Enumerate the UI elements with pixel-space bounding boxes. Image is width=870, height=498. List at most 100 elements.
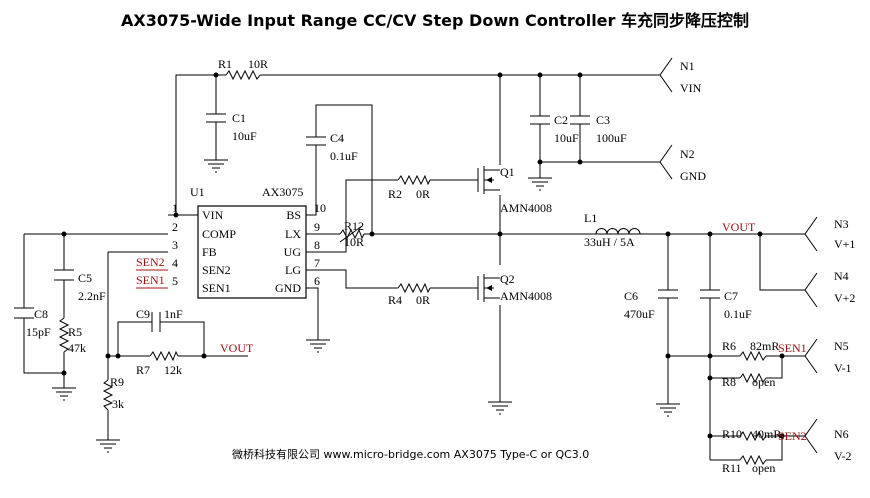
svg-text:10uF: 10uF	[232, 129, 257, 143]
svg-text:N1: N1	[680, 59, 695, 73]
capacitor-c3: C3 100uF	[570, 113, 627, 145]
svg-text:33uH / 5A: 33uH / 5A	[584, 235, 635, 249]
svg-text:AMN4008: AMN4008	[500, 289, 552, 303]
svg-text:0.1uF: 0.1uF	[330, 149, 358, 163]
ic-part: AX3075	[262, 185, 303, 199]
svg-text:C4: C4	[330, 131, 344, 145]
net-label-sen2: SEN2	[136, 255, 165, 269]
svg-text:0.1uF: 0.1uF	[724, 307, 752, 321]
resistor-r6: R6 82mR	[722, 339, 779, 362]
capacitor-c6: C6 470uF	[624, 289, 678, 321]
capacitor-c4: C4 0.1uF	[306, 131, 358, 163]
svg-text:open: open	[752, 375, 775, 389]
svg-text:10R: 10R	[248, 57, 268, 71]
capacitor-c8: C8 15pF	[14, 307, 51, 339]
svg-text:L1: L1	[584, 211, 597, 225]
svg-text:47k: 47k	[68, 341, 86, 355]
svg-text:R12: R12	[344, 219, 364, 233]
ic-pin-number: 7	[314, 256, 320, 270]
ic-pin-name: FB	[202, 245, 217, 259]
net-label-vout: VOUT	[722, 220, 756, 234]
svg-text:R11: R11	[722, 461, 742, 475]
svg-text:R8: R8	[722, 375, 736, 389]
resistor-r4: R4 0R	[388, 282, 431, 307]
svg-text:0R: 0R	[416, 293, 430, 307]
svg-text:V-1: V-1	[834, 361, 852, 375]
footer-credit: 微桥科技有限公司 www.micro-bridge.com AX3075 Typ…	[232, 447, 589, 461]
svg-text:1nF: 1nF	[164, 307, 183, 321]
ic-pin-name: SEN1	[202, 281, 231, 295]
svg-text:V-2: V-2	[834, 449, 852, 463]
svg-text:C5: C5	[78, 271, 92, 285]
svg-text:R4: R4	[388, 293, 402, 307]
svg-text:2.2nF: 2.2nF	[78, 289, 106, 303]
svg-text:R2: R2	[388, 187, 402, 201]
svg-text:3k: 3k	[112, 397, 124, 411]
svg-text:V+2: V+2	[834, 291, 855, 305]
svg-text:N5: N5	[834, 339, 849, 353]
connector-n3: N3 V+1	[804, 216, 855, 252]
ic-pin-number: 3	[172, 238, 178, 252]
svg-text:R10: R10	[722, 427, 742, 441]
ic-pin-name: COMP	[202, 227, 236, 241]
ic-u1: U1 AX3075 VIN COMP FB SEN2 SEN1 1 2 3 4 …	[172, 185, 326, 299]
wires	[23, 74, 805, 461]
ic-pin-number: 2	[172, 220, 178, 234]
ic-pin-name: LX	[285, 227, 301, 241]
resistor-r11: R11 open	[722, 454, 775, 475]
ic-ref: U1	[190, 185, 205, 199]
svg-text:C2: C2	[554, 113, 568, 127]
svg-text:100uF: 100uF	[596, 131, 627, 145]
resistor-r7: R7 12k	[136, 350, 182, 377]
junctions	[61, 72, 785, 439]
ic-pin-name: LG	[285, 263, 301, 277]
resistor-r5: R5 47k	[58, 317, 86, 355]
svg-text:10R: 10R	[344, 235, 364, 249]
capacitor-c1: C1 10uF	[206, 111, 257, 143]
svg-text:470uF: 470uF	[624, 307, 655, 321]
connector-n1: N1 VIN	[659, 57, 702, 95]
resistor-r9: R9 3k	[102, 375, 124, 411]
net-label-sen2: SEN2	[778, 429, 807, 443]
ic-pin-name: GND	[275, 281, 301, 295]
svg-text:N6: N6	[834, 427, 849, 441]
svg-text:10uF: 10uF	[554, 131, 579, 145]
ic-pin-number: 9	[314, 220, 320, 234]
svg-text:C9: C9	[136, 307, 150, 321]
capacitor-c9: C9 1nF	[136, 307, 183, 332]
ic-pin-name: BS	[286, 208, 301, 222]
svg-text:82mR: 82mR	[750, 339, 779, 353]
resistor-r1: R1 10R	[218, 57, 268, 81]
ic-pin-number: 8	[314, 238, 320, 252]
ground-symbols	[51, 159, 681, 453]
svg-text:V+1: V+1	[834, 237, 855, 251]
resistor-r10: R10 40mR	[722, 427, 781, 442]
svg-text:R6: R6	[722, 339, 736, 353]
svg-text:N3: N3	[834, 217, 849, 231]
ic-pin-number: 5	[172, 274, 178, 288]
svg-text:VIN: VIN	[680, 81, 702, 95]
svg-text:15pF: 15pF	[26, 325, 51, 339]
svg-text:C6: C6	[624, 289, 638, 303]
svg-text:N4: N4	[834, 269, 849, 283]
svg-text:N2: N2	[680, 147, 695, 161]
svg-text:R1: R1	[218, 57, 232, 71]
ic-pin-name: UG	[284, 245, 302, 259]
resistor-r12: R12 10R	[339, 219, 365, 249]
ic-pin-number: 6	[314, 274, 320, 288]
svg-text:Q1: Q1	[500, 165, 515, 179]
connector-n6: N6 V-2	[804, 418, 852, 463]
net-label-sen1: SEN1	[136, 273, 165, 287]
svg-text:R7: R7	[136, 363, 150, 377]
mosfet-q1: Q1 AMN4008	[477, 165, 552, 215]
mosfet-q2: Q2 AMN4008	[477, 272, 552, 303]
svg-text:C1: C1	[232, 111, 246, 125]
svg-text:AMN4008: AMN4008	[500, 201, 552, 215]
inductor-l1: L1 33uH / 5A	[584, 211, 641, 249]
ic-pin-number: 4	[172, 256, 178, 270]
capacitor-c5: C5 2.2nF	[54, 269, 106, 303]
connector-n2: N2 GND	[659, 144, 706, 183]
capacitor-c7: C7 0.1uF	[700, 289, 752, 321]
svg-text:40mR: 40mR	[752, 427, 781, 441]
